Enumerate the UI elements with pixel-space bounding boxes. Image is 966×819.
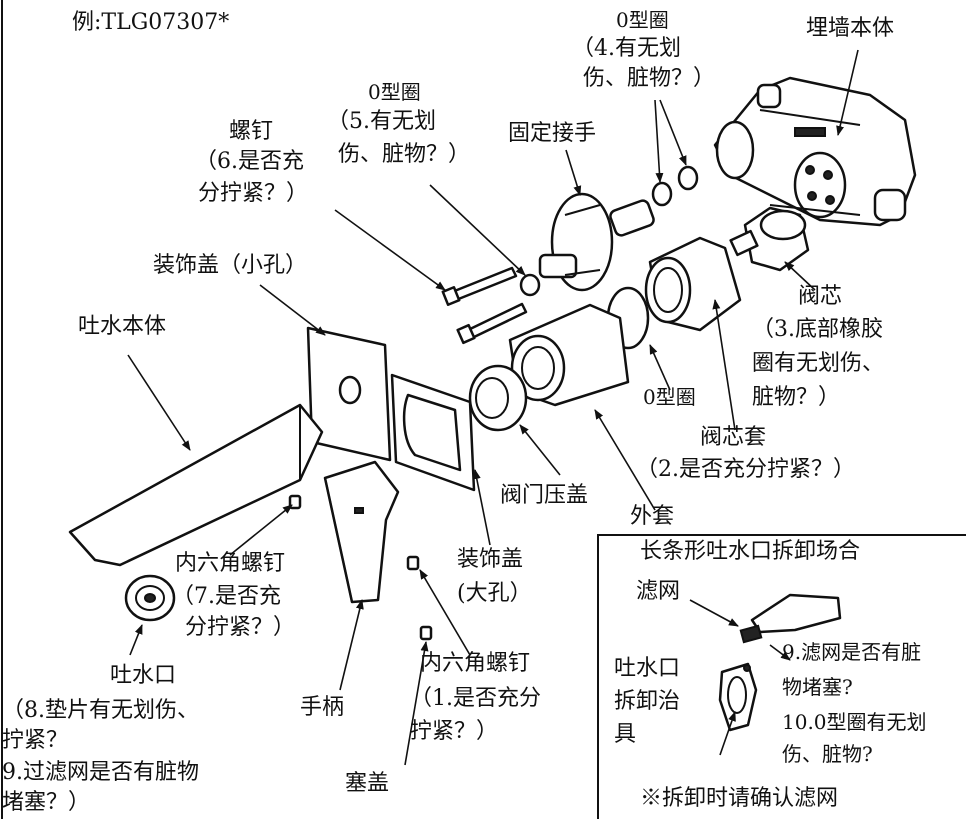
- model-example: 例:TLG07307*: [72, 10, 230, 35]
- wall-body-label: 埋墙本体: [806, 16, 895, 41]
- valve-sleeve-title: 阀芯套: [700, 425, 767, 450]
- hex-screw-right-note-1: （1.是否充分: [410, 686, 541, 711]
- oring-top-title: 0型圈: [616, 8, 669, 32]
- valve-core-title: 阀芯: [798, 284, 843, 309]
- hex-screw-left-title: 内六角螺钉: [175, 551, 286, 576]
- valve-core-note-1: （3.底部橡胶: [752, 317, 883, 342]
- inset-note-9-line-1: 9.滤网是否有脏: [782, 640, 922, 664]
- spout-body-part: [68, 403, 324, 567]
- inset-filter-label: 滤网: [636, 579, 681, 604]
- oring-low-label: 0型圈: [643, 385, 696, 409]
- inset-frame: [597, 534, 966, 819]
- inset-tool-label-2: 拆卸治: [614, 689, 681, 714]
- hex-screw-right-title: 内六角螺钉: [420, 651, 531, 676]
- cover-large-note: (大孔）: [457, 581, 532, 606]
- valve-core-part: [729, 206, 810, 272]
- plug-cap-part: [419, 625, 433, 641]
- outlet-part: [124, 574, 176, 622]
- cover-small-part: [306, 326, 392, 462]
- oring-mid-note-2: 伤、脏物？）: [338, 142, 471, 167]
- valve-sleeve-part: [644, 236, 742, 332]
- valve-gland-label: 阀门压盖: [500, 483, 589, 508]
- plug-cap-label: 塞盖: [345, 771, 390, 796]
- outer-sleeve-label: 外套: [630, 504, 675, 529]
- outer-sleeve-part: [508, 303, 630, 407]
- spout-body-label: 吐水本体: [78, 314, 167, 339]
- cover-small-label: 装饰盖（小孔）: [153, 253, 308, 278]
- inset-note-10-line-1: 10.0型圈有无划: [782, 710, 927, 734]
- screws-part: [441, 266, 528, 345]
- oring-top-note-1: （4.有无划: [572, 36, 681, 61]
- handle-label: 手柄: [300, 695, 345, 720]
- screw-title: 螺钉: [229, 119, 274, 144]
- hex-screw-right-note-2: 拧紧？）: [410, 719, 499, 744]
- outlet-title: 吐水口: [110, 663, 177, 688]
- outlet-note-1: （8.垫片有无划伤、: [2, 698, 199, 723]
- valve-core-note-3: 脏物？）: [752, 385, 841, 410]
- inset-spout-part: [750, 593, 842, 634]
- valve-core-note-2: 圈有无划伤、: [752, 351, 885, 376]
- inset-tool-label-3: 具: [614, 722, 637, 747]
- outlet-note-3: 9.过滤网是否有脏物: [2, 760, 199, 785]
- oring-top-note-2: 伤、脏物？）: [583, 66, 716, 91]
- inset-tool-label-1: 吐水口: [614, 656, 681, 681]
- inset-note-9-line-2: 物堵塞?: [782, 675, 853, 699]
- inset-filter-part: [739, 624, 763, 644]
- screw-note-2: 分拧紧？）: [198, 181, 309, 206]
- cover-large-part: [390, 373, 476, 492]
- hex-screw-right: [406, 555, 420, 571]
- oring-mid-note-1: （5.有无划: [327, 109, 436, 134]
- inset-note-10-line-2: 伤、脏物?: [782, 742, 873, 766]
- fixed-joint-part: [538, 192, 655, 292]
- oring-mid: [519, 273, 541, 297]
- hex-screw-left-note-2: 分拧紧？）: [185, 615, 296, 640]
- handle-part: [323, 460, 400, 604]
- inset-footer: ※拆卸时请确认滤网: [640, 786, 839, 811]
- valve-gland-part: [468, 364, 528, 432]
- oring-top-b: [677, 165, 699, 191]
- inset-title: 长条形吐水口拆卸场合: [640, 539, 861, 564]
- outlet-note-2: 拧紧？: [2, 728, 69, 753]
- inset-tool-part: [718, 662, 758, 732]
- oring-top-a: [651, 181, 673, 207]
- fixed-joint-label: 固定接手: [508, 121, 597, 146]
- hex-screw-left-note-1: （7.是否充: [172, 584, 281, 609]
- wall-body-part: [713, 76, 917, 227]
- valve-sleeve-note: （2.是否充分拧紧？）: [636, 457, 855, 482]
- cover-large-title: 装饰盖: [457, 547, 524, 572]
- outlet-note-4: 堵塞？）: [2, 790, 91, 815]
- oring-mid-title: 0型圈: [368, 80, 421, 104]
- screw-note-1: （6.是否充: [195, 149, 304, 174]
